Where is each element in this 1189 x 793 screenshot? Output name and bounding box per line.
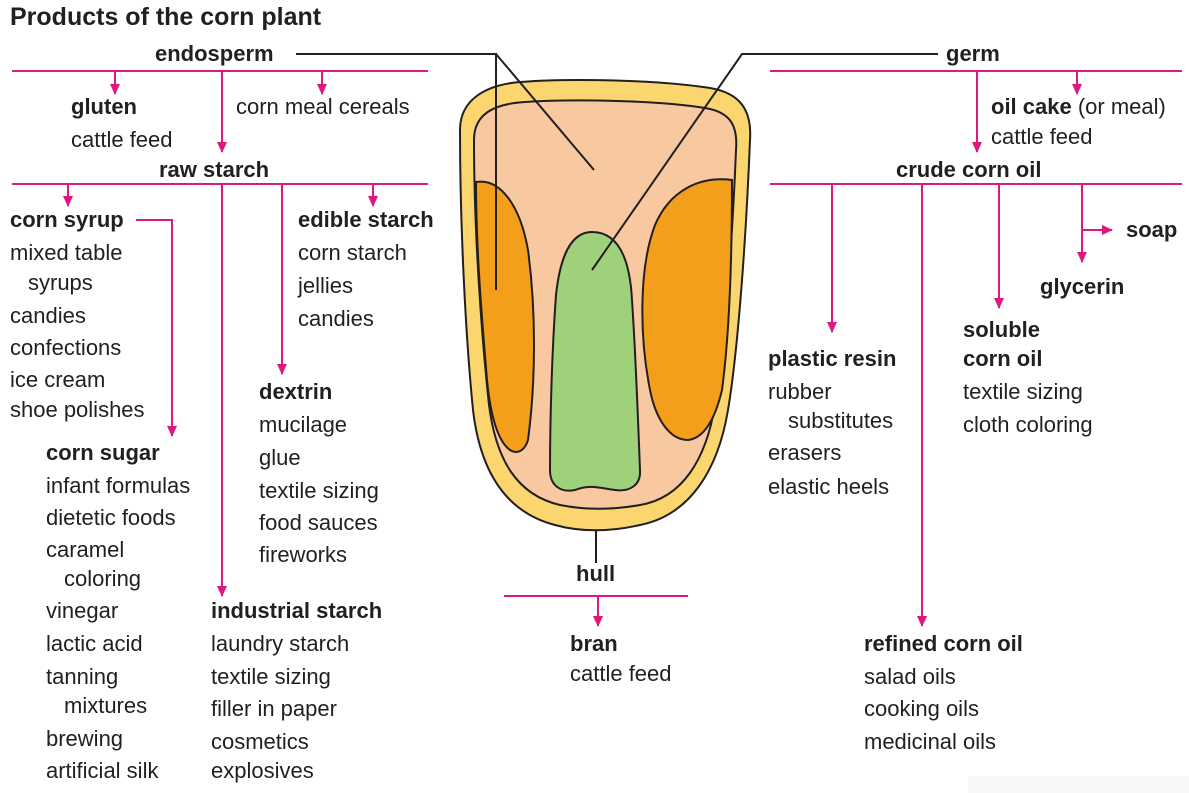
edible-starch-label: edible starch — [298, 207, 434, 233]
corn-meal-label: corn meal cereals — [236, 94, 410, 120]
refined-corn-oil-label: refined corn oil — [864, 631, 1023, 657]
refined-corn-oil-use: salad oils — [864, 664, 956, 690]
corn-sugar-use: vinegar — [46, 598, 118, 624]
corn-sugar-use: caramel — [46, 537, 124, 563]
corn-sugar-use: tanning — [46, 664, 118, 690]
diagram-title: Products of the corn plant — [10, 4, 321, 30]
corn-syrup-use: ice cream — [10, 367, 105, 393]
bran-label: bran — [570, 631, 618, 657]
refined-corn-oil-use: medicinal oils — [864, 729, 996, 755]
oil-cake-suffix: (or meal) — [1072, 94, 1166, 119]
oil-cake-use: cattle feed — [991, 124, 1093, 150]
crude-corn-oil-label: crude corn oil — [896, 157, 1041, 183]
endosperm-label: endosperm — [155, 41, 274, 67]
edible-starch-use: jellies — [298, 273, 353, 299]
plastic-resin-use: substitutes — [788, 408, 893, 434]
plastic-resin-label: plastic resin — [768, 346, 896, 372]
industrial-starch-use: textile sizing — [211, 664, 331, 690]
industrial-starch-use: filler in paper — [211, 696, 337, 722]
corn-kernel-illustration — [460, 80, 750, 530]
corn-syrup-use: mixed table — [10, 240, 123, 266]
dextrin-label: dextrin — [259, 379, 332, 405]
corn-sugar-use: mixtures — [64, 693, 147, 719]
soluble-oil-use: textile sizing — [963, 379, 1083, 405]
dextrin-use: food sauces — [259, 510, 378, 536]
raw-starch-label: raw starch — [159, 157, 269, 183]
corner-patch — [968, 776, 1189, 793]
oil-cake-label: oil cake (or meal) — [991, 94, 1166, 120]
germ-label: germ — [946, 41, 1000, 67]
refined-corn-oil-use: cooking oils — [864, 696, 979, 722]
industrial-starch-use: cosmetics — [211, 729, 309, 755]
corn-syrup-use: confections — [10, 335, 121, 361]
corn-sugar-label: corn sugar — [46, 440, 160, 466]
corn-sugar-use: brewing — [46, 726, 123, 752]
industrial-starch-label: industrial starch — [211, 598, 382, 624]
soluble-oil-label: corn oil — [963, 346, 1042, 372]
soluble-oil-label: soluble — [963, 317, 1040, 343]
oil-cake-name: oil cake — [991, 94, 1072, 119]
dextrin-use: fireworks — [259, 542, 347, 568]
dextrin-use: glue — [259, 445, 301, 471]
corn-syrup-use: shoe polishes — [10, 397, 145, 423]
soluble-oil-use: cloth coloring — [963, 412, 1093, 438]
industrial-starch-use: explosives — [211, 758, 314, 784]
corn-sugar-use: infant formulas — [46, 473, 190, 499]
industrial-starch-use: laundry starch — [211, 631, 349, 657]
edible-starch-use: corn starch — [298, 240, 407, 266]
corn-sugar-use: dietetic foods — [46, 505, 176, 531]
plastic-resin-use: erasers — [768, 440, 841, 466]
germ-region — [550, 232, 640, 491]
plastic-resin-use: rubber — [768, 379, 832, 405]
corn-syrup-use: syrups — [28, 270, 93, 296]
corn-syrup-label: corn syrup — [10, 207, 124, 233]
corn-syrup-use: candies — [10, 303, 86, 329]
soap-label: soap — [1126, 217, 1177, 243]
corn-sugar-use: coloring — [64, 566, 141, 592]
bran-use: cattle feed — [570, 661, 672, 687]
corn-sugar-use: artificial silk — [46, 758, 158, 784]
dextrin-use: textile sizing — [259, 478, 379, 504]
edible-starch-use: candies — [298, 306, 374, 332]
plastic-resin-use: elastic heels — [768, 474, 889, 500]
gluten-label: gluten — [71, 94, 137, 120]
gluten-use: cattle feed — [71, 127, 173, 153]
hull-label: hull — [576, 561, 615, 587]
dextrin-use: mucilage — [259, 412, 347, 438]
corn-sugar-use: lactic acid — [46, 631, 143, 657]
glycerin-label: glycerin — [1040, 274, 1124, 300]
